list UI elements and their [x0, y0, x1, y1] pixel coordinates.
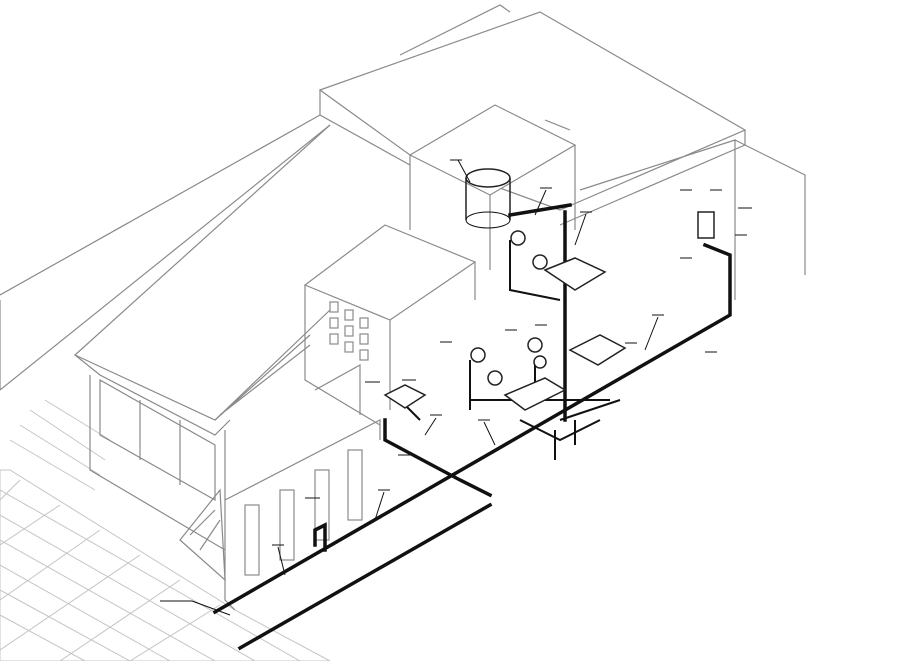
lower-building — [303, 224, 477, 426]
water-tank — [465, 168, 511, 229]
main-roof — [0, 114, 331, 436]
ground-floor-facade — [89, 363, 381, 611]
pipes — [212, 202, 732, 651]
paving-area — [0, 399, 331, 661]
fixtures — [383, 211, 715, 411]
annotation-labels — [160, 159, 752, 616]
windows-grid — [329, 301, 369, 361]
tower-box — [408, 104, 577, 270]
